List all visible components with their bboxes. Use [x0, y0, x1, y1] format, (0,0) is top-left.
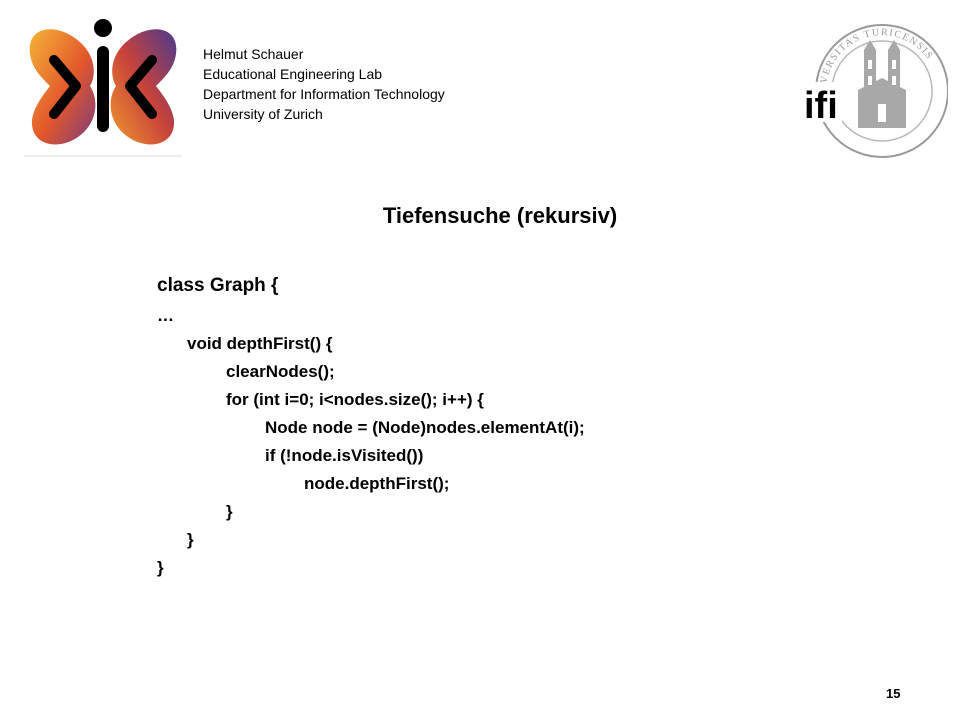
page-number: 15: [886, 686, 901, 701]
code-line: node.depthFirst();: [304, 474, 450, 493]
lab-name: Educational Engineering Lab: [203, 66, 383, 82]
code-line: class Graph {: [157, 275, 279, 296]
department-name: Department for Information Technology: [203, 86, 445, 102]
code-line: Node node = (Node)nodes.elementAt(i);: [265, 418, 585, 437]
butterfly-logo-icon: [24, 19, 182, 157]
code-line: }: [157, 558, 164, 577]
code-line: clearNodes();: [226, 362, 335, 381]
university-seal-icon: UNIVERSITAS TURICENSIS ifi: [802, 24, 948, 158]
code-line: }: [187, 530, 194, 549]
ifi-logo: UNIVERSITAS TURICENSIS ifi: [802, 20, 948, 162]
eel-logo: [20, 14, 186, 160]
code-block: class Graph { … void depthFirst() { clea…: [157, 270, 585, 582]
code-line: for (int i=0; i<nodes.size(); i++) {: [226, 390, 484, 409]
affiliation-block: Helmut Schauer Educational Engineering L…: [203, 44, 445, 124]
university-name: University of Zurich: [203, 106, 323, 122]
ifi-wordmark: ifi: [804, 85, 838, 127]
code-line: }: [226, 502, 233, 521]
code-line: …: [157, 306, 174, 325]
author-name: Helmut Schauer: [203, 46, 304, 62]
slide-title: Tiefensuche (rekursiv): [382, 203, 618, 228]
code-line: void depthFirst() {: [187, 334, 333, 353]
code-line: if (!node.isVisited()): [265, 446, 424, 465]
